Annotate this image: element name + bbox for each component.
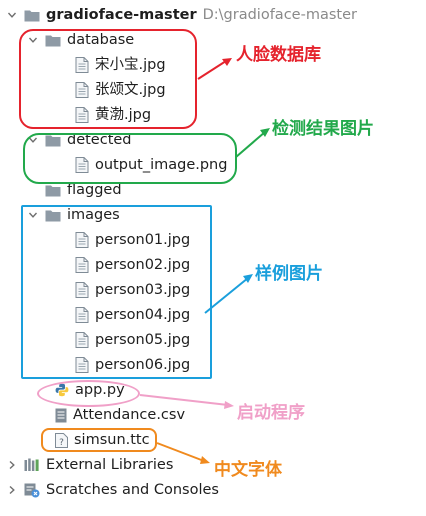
file-label: person02.jpg: [95, 257, 191, 273]
file-label: person04.jpg: [95, 307, 191, 323]
annotation-app: 启动程序: [237, 403, 305, 423]
tree-node-scratches[interactable]: Scratches and Consoles: [6, 479, 219, 501]
image-file-icon: [75, 157, 89, 173]
tree-file[interactable]: 黄渤.jpg: [75, 104, 151, 126]
chevron-right-icon[interactable]: [6, 479, 18, 501]
image-file-icon: [75, 307, 89, 323]
file-label: person01.jpg: [95, 232, 191, 248]
folder-icon: [45, 209, 61, 222]
tree-file[interactable]: person05.jpg: [75, 329, 190, 351]
tree-file[interactable]: person01.jpg: [75, 229, 190, 251]
scratches-icon: [24, 483, 40, 498]
file-label: 黄渤.jpg: [95, 107, 152, 123]
chevron-down-icon[interactable]: [6, 4, 18, 26]
tree-file[interactable]: 宋小宝.jpg: [75, 54, 166, 76]
library-icon: [24, 458, 40, 472]
file-label: simsun.ttc: [74, 432, 150, 448]
file-label: Attendance.csv: [73, 407, 186, 423]
annotation-database: 人脸数据库: [236, 45, 321, 65]
annotation-detected: 检测结果图片: [272, 119, 374, 139]
tree-file-simsun-ttc[interactable]: ? simsun.ttc: [55, 429, 150, 451]
font-highlight-box: [41, 428, 157, 452]
tree-file[interactable]: output_image.png: [75, 154, 227, 176]
node-label: External Libraries: [46, 457, 174, 473]
image-file-icon: [75, 257, 89, 273]
tree-node-images[interactable]: images: [27, 204, 120, 226]
tree-node-project-root[interactable]: gradioface-master D:\gradioface-master: [6, 4, 357, 26]
folder-label: database: [67, 32, 135, 48]
file-label: person03.jpg: [95, 282, 191, 298]
unknown-file-icon: ?: [55, 432, 68, 448]
chevron-down-icon[interactable]: [27, 204, 39, 226]
folder-icon: [45, 34, 61, 47]
tree-file[interactable]: person04.jpg: [75, 304, 190, 326]
file-label: 张颂文.jpg: [95, 82, 166, 98]
tree-node-flagged[interactable]: flagged: [45, 179, 122, 201]
tree-file[interactable]: person06.jpg: [75, 354, 190, 376]
image-file-icon: [75, 107, 89, 123]
folder-label: images: [67, 207, 120, 223]
annotation-font: 中文字体: [214, 460, 282, 480]
image-file-icon: [75, 357, 89, 373]
file-label: output_image.png: [95, 157, 228, 173]
folder-icon: [24, 9, 40, 22]
tree-node-detected[interactable]: detected: [27, 129, 132, 151]
image-file-icon: [75, 232, 89, 248]
image-file-icon: [75, 332, 89, 348]
tree-node-external-libraries[interactable]: External Libraries: [6, 454, 173, 476]
folder-icon: [45, 134, 61, 147]
app-highlight-oval: [37, 380, 140, 407]
folder-icon: [45, 184, 61, 197]
file-label: 宋小宝.jpg: [95, 57, 166, 73]
node-label: Scratches and Consoles: [46, 482, 219, 498]
file-label: person05.jpg: [95, 332, 191, 348]
tree-file[interactable]: person03.jpg: [75, 279, 190, 301]
tree-file[interactable]: 张颂文.jpg: [75, 79, 166, 101]
image-file-icon: [75, 82, 89, 98]
images-highlight-box: [21, 205, 212, 379]
tree-file[interactable]: person02.jpg: [75, 254, 190, 276]
tree-file-attendance-csv[interactable]: Attendance.csv: [55, 404, 185, 426]
svg-text:?: ?: [59, 438, 64, 448]
project-name: gradioface-master: [46, 7, 197, 23]
annotation-images: 样例图片: [255, 264, 323, 284]
database-highlight-box: [19, 29, 197, 129]
image-file-icon: [75, 57, 89, 73]
file-label: person06.jpg: [95, 357, 191, 373]
folder-label: flagged: [67, 182, 122, 198]
chevron-right-icon[interactable]: [6, 454, 18, 476]
folder-label: detected: [67, 132, 132, 148]
detected-highlight-box: [23, 133, 237, 184]
text-file-icon: [55, 408, 67, 423]
image-file-icon: [75, 282, 89, 298]
project-path: D:\gradioface-master: [202, 7, 357, 23]
